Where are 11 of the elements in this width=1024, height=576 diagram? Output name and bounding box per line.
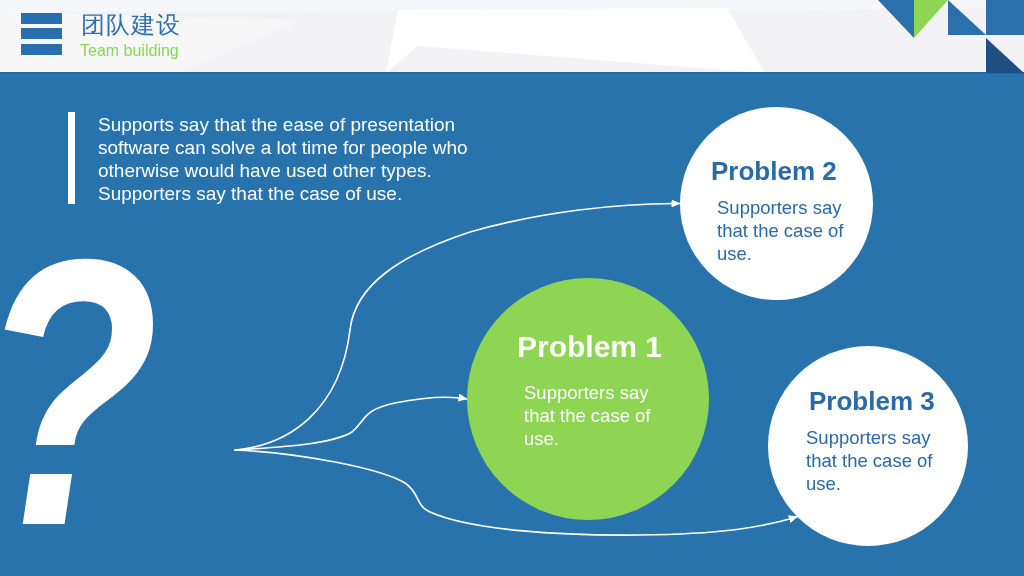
- circle-text: Supporters say that the case of use.: [717, 196, 845, 265]
- intro-paragraph: Supports say that the ease of presentation software can solve a lot time for people who otherwise would have used other types. Supporters say that the case of use.: [98, 113, 469, 205]
- slide-title: 团队建设: [81, 10, 181, 40]
- question-mark: ?: [0, 228, 160, 568]
- circle-text: Supporters say that the case of use.: [806, 426, 934, 495]
- circle-heading: Problem 2: [711, 157, 837, 187]
- circle-heading: Problem 3: [809, 387, 935, 417]
- subtitle: Team building: [80, 41, 179, 61]
- circle-heading: Problem 1: [517, 330, 663, 365]
- curved-arrow: [234, 449, 799, 536]
- circle-text: Supporters say that the case of use.: [524, 381, 652, 450]
